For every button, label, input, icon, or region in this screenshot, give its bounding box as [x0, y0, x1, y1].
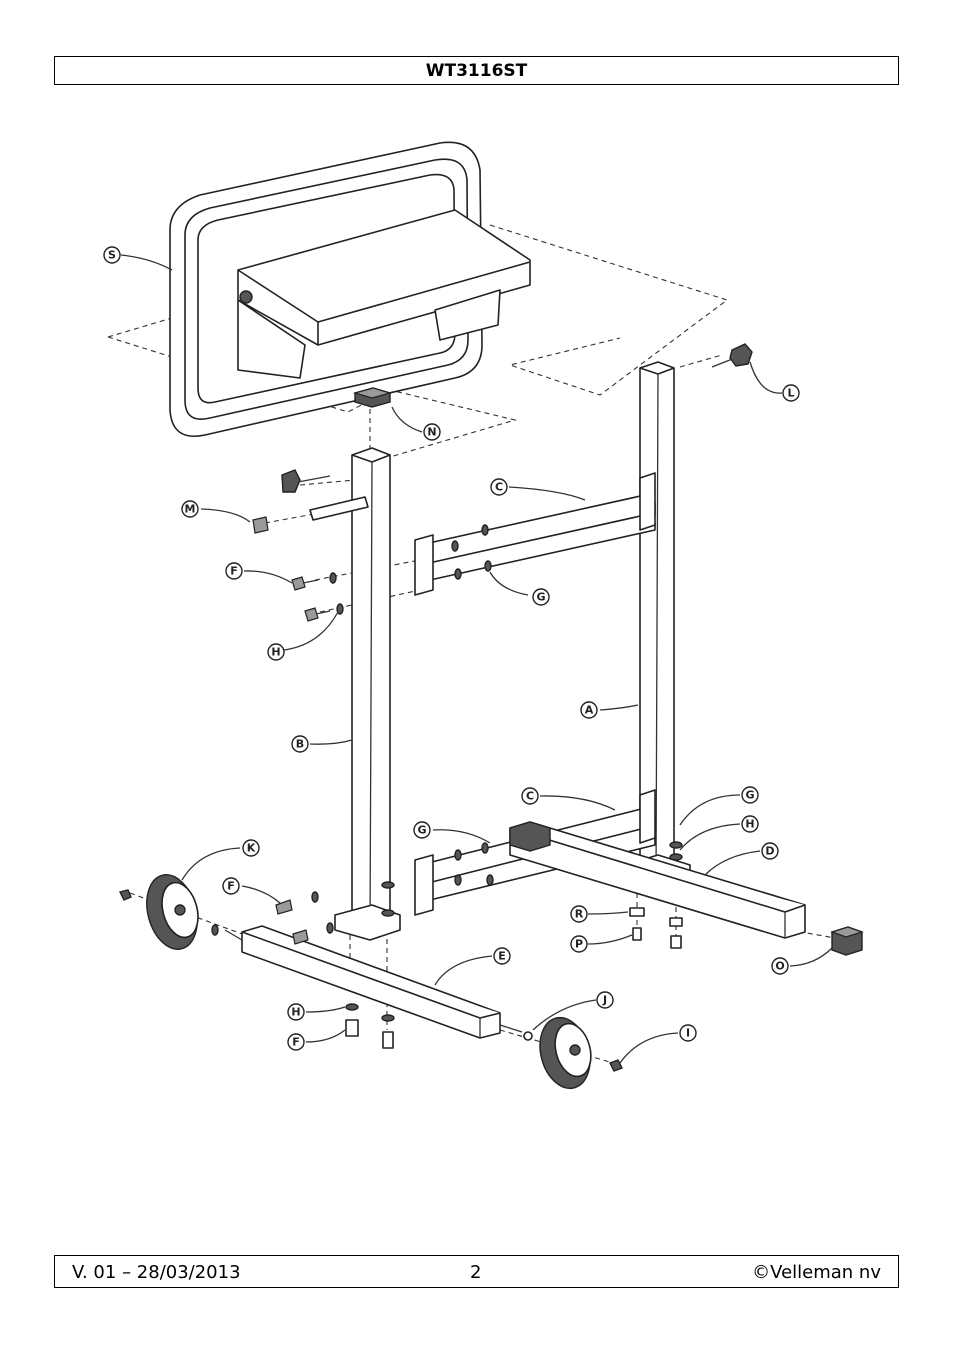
callout-a: A [580, 701, 598, 719]
callout-g-upper: G [532, 588, 550, 606]
svg-text:G: G [745, 789, 754, 802]
svg-text:H: H [291, 1006, 300, 1019]
callout-g-right: G [741, 786, 759, 804]
callout-c-lower: C [521, 787, 539, 805]
callout-h-lower: H [287, 1003, 305, 1021]
callout-d: D [761, 842, 779, 860]
part-k-left-wheel [118, 874, 199, 950]
callout-f-middle: F [222, 877, 240, 895]
svg-text:J: J [602, 994, 607, 1007]
callout-s: S [103, 246, 121, 264]
svg-text:G: G [536, 591, 545, 604]
svg-text:N: N [427, 426, 436, 439]
callout-p: P [570, 935, 588, 953]
callout-h-right: H [741, 815, 759, 833]
callout-b: B [291, 735, 309, 753]
svg-text:C: C [495, 481, 503, 494]
part-b-left-upright [334, 447, 401, 941]
part-s-tray [169, 141, 531, 437]
version-date: V. 01 – 28/03/2013 [72, 1262, 241, 1283]
svg-text:C: C [526, 790, 534, 803]
callout-f-lower: F [287, 1033, 305, 1051]
svg-text:E: E [498, 950, 506, 963]
part-o-end-cap [830, 926, 864, 956]
leader-lines [120, 254, 833, 1064]
svg-text:G: G [417, 824, 426, 837]
callout-c-upper: C [490, 478, 508, 496]
hardware [211, 524, 683, 1049]
callout-l: L [782, 384, 800, 402]
part-l-knob-bolt [711, 343, 753, 368]
page-number: 2 [470, 1262, 482, 1283]
footer-box: V. 01 – 28/03/2013 2 ©Velleman nv [54, 1255, 899, 1288]
svg-text:D: D [765, 845, 774, 858]
svg-text:H: H [745, 818, 754, 831]
svg-text:F: F [292, 1036, 300, 1049]
callout-e: E [493, 947, 511, 965]
callout-r: R [570, 905, 588, 923]
callout-n: N [423, 423, 441, 441]
svg-text:P: P [575, 938, 583, 951]
part-c-upper-crossbar [414, 472, 656, 596]
callout-f-upper: F [225, 562, 243, 580]
part-a-right-upright [624, 361, 691, 889]
part-d-right-foot [509, 821, 806, 939]
svg-text:H: H [271, 646, 280, 659]
svg-text:M: M [185, 503, 196, 516]
callout-k: K [242, 839, 260, 857]
svg-text:B: B [296, 738, 304, 751]
callout-i: I [679, 1024, 697, 1042]
svg-text:R: R [575, 908, 584, 921]
svg-text:L: L [787, 387, 794, 400]
svg-text:K: K [247, 842, 256, 855]
svg-text:F: F [227, 880, 235, 893]
svg-text:O: O [775, 960, 784, 973]
svg-text:I: I [686, 1027, 690, 1040]
part-j-right-wheel [523, 1016, 623, 1090]
copyright: ©Velleman nv [752, 1262, 881, 1283]
part-n-cap [352, 387, 393, 408]
callout-o: O [771, 957, 789, 975]
callout-j: J [596, 991, 614, 1009]
callout-g-lower: G [413, 821, 431, 839]
svg-text:S: S [108, 249, 116, 262]
part-e-left-foot [224, 925, 523, 1039]
svg-text:A: A [585, 704, 594, 717]
svg-text:F: F [230, 565, 238, 578]
header-box: WT3116ST [54, 56, 899, 85]
part-knob-and-rod [252, 469, 369, 534]
callout-m: M [181, 500, 199, 518]
page-title: WT3116ST [425, 60, 528, 81]
callout-h-upper: H [267, 643, 285, 661]
